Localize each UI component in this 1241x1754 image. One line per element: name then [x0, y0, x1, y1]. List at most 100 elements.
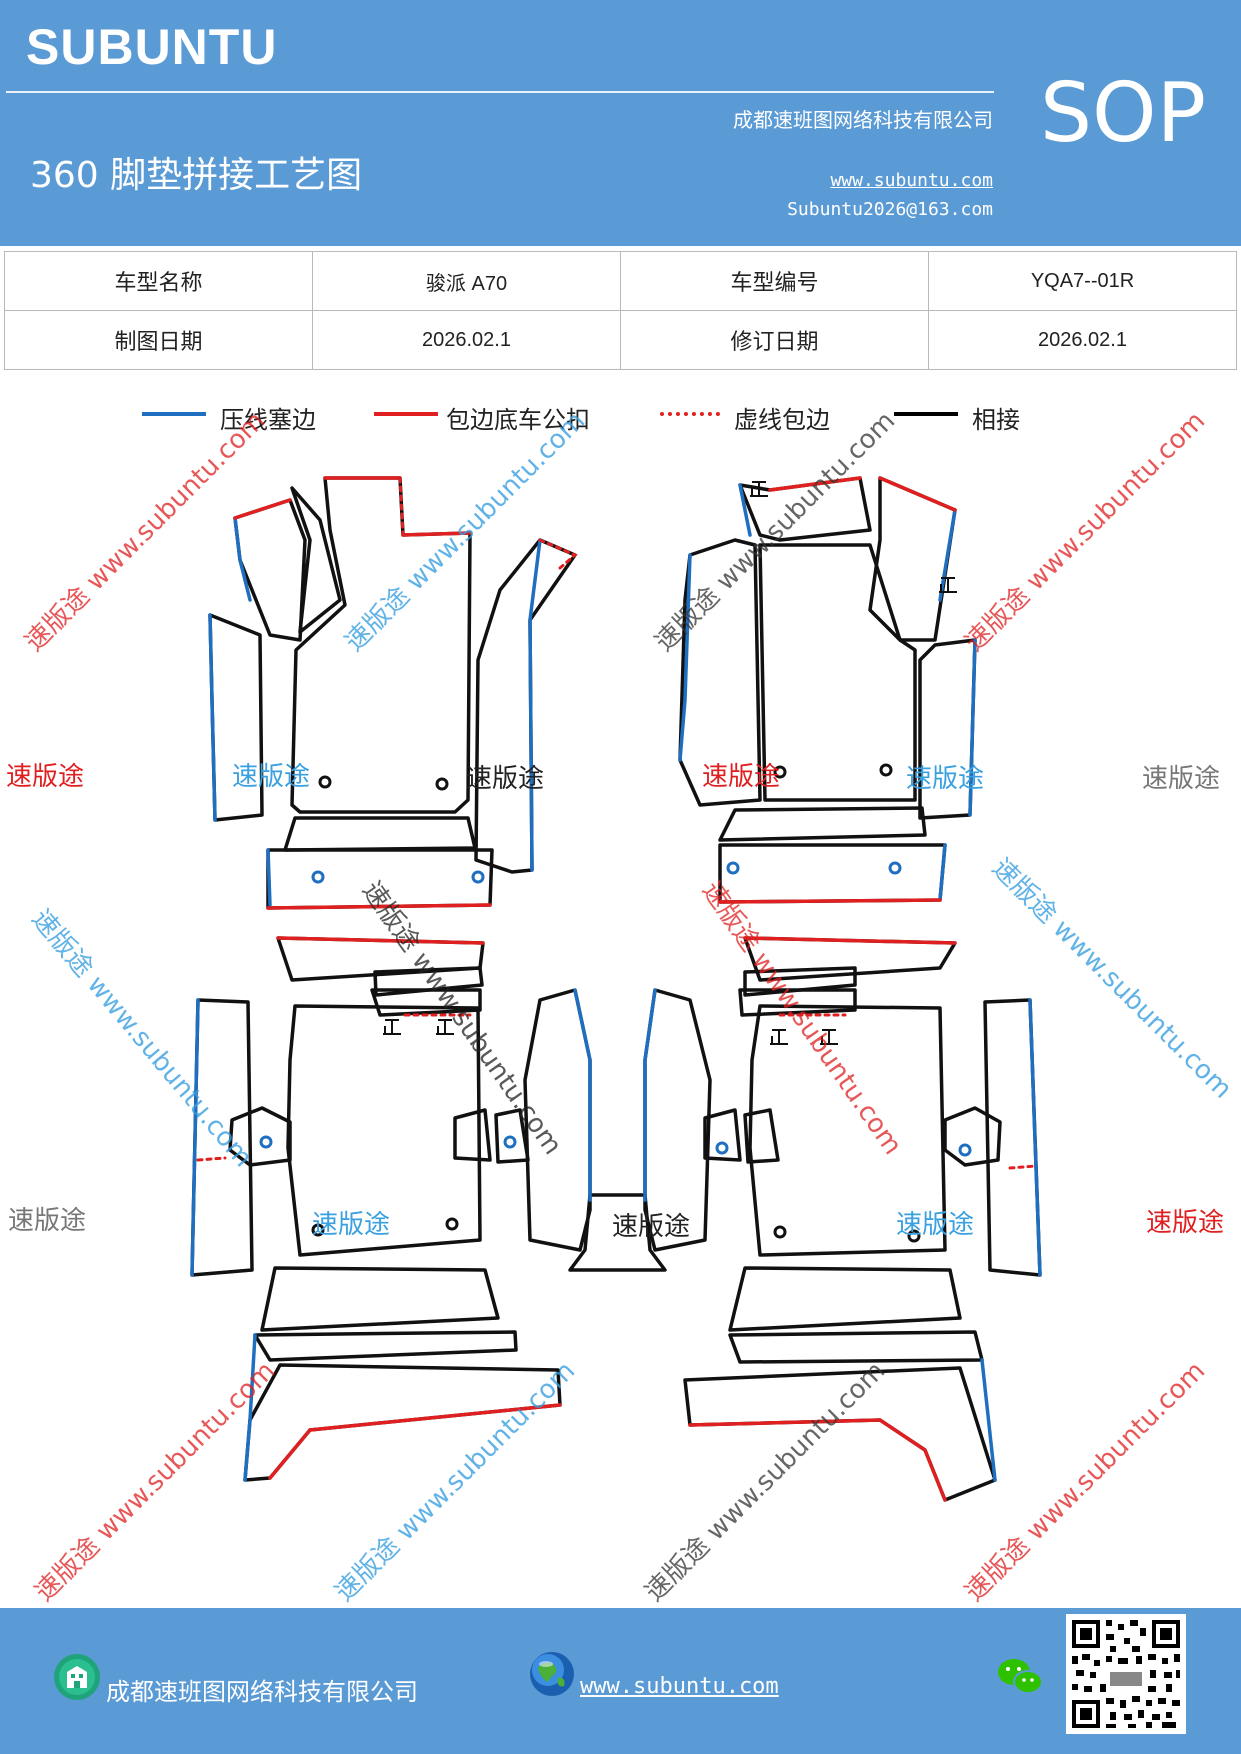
model-info-table: 车型名称 骏派 A70 车型编号 YQA7--01R 制图日期 2026.02.… [4, 251, 1237, 370]
watermark: 速版途 [1142, 764, 1221, 794]
legend-swatch-black [894, 412, 958, 416]
red-edge [276, 936, 485, 945]
stop-mark [939, 577, 957, 593]
blue-edge [208, 613, 217, 822]
red-edge [743, 936, 957, 945]
red-edge [878, 476, 957, 512]
globe-icon [530, 1652, 574, 1696]
blue-edge [643, 988, 657, 1202]
mat-piece [743, 1108, 780, 1164]
red-edge [266, 903, 492, 910]
mat-piece [918, 638, 977, 820]
mat-piece [253, 1330, 518, 1362]
fastener-hole [715, 1141, 729, 1155]
mat-piece [283, 816, 477, 852]
fastener-hole [726, 861, 740, 875]
fastener-hole [311, 870, 325, 884]
red-edge [768, 476, 862, 492]
watermark: 速版途 [1146, 1208, 1225, 1238]
dotted-edge [538, 538, 578, 570]
blue-edge [678, 553, 692, 762]
model-code-value: YQA7--01R [928, 251, 1237, 311]
blue-edge [528, 538, 542, 872]
dotted-edge [398, 476, 405, 537]
brand-logo: SUBUNTU [26, 19, 278, 75]
mat-piece [290, 486, 342, 634]
blue-edge [266, 848, 272, 907]
model-code-label: 车型编号 [620, 251, 929, 311]
blue-edge [738, 483, 752, 537]
mat-piece [758, 543, 917, 802]
website-link[interactable]: www.subuntu.com [830, 170, 993, 191]
model-name-label: 车型名称 [4, 251, 313, 311]
draw-date-label: 制图日期 [4, 310, 313, 370]
watermark: 速版途 [906, 764, 985, 794]
revise-date-value: 2026.02.1 [928, 310, 1237, 370]
watermark: 速版途 [8, 1206, 87, 1236]
mat-piece [718, 843, 947, 904]
sop-label: SOP [1040, 66, 1207, 161]
mat-piece [703, 1108, 742, 1162]
mat-piece [718, 806, 927, 842]
watermark: 速版途 [466, 764, 545, 794]
mat-piece [728, 1330, 984, 1364]
email-address[interactable]: Subuntu2026@163.com [787, 199, 993, 220]
fastener-hole [435, 777, 449, 791]
dotted-edge [1008, 1164, 1038, 1170]
header-divider [6, 91, 994, 93]
legend-label: 压线塞边 [220, 406, 316, 434]
mat-piece [678, 538, 762, 807]
mat-piece [373, 966, 484, 997]
fastener-hole [471, 870, 485, 884]
red-edge [308, 1403, 562, 1432]
stop-mark [436, 1019, 454, 1035]
watermark: 速版途 [312, 1210, 391, 1240]
model-name-value: 骏派 A70 [312, 251, 621, 311]
floor-mat-pattern-drawing [190, 476, 1042, 1502]
blue-edge [233, 516, 252, 602]
footer-banner: 成都速班图网络科技有限公司 www.subuntu.com [0, 1608, 1241, 1754]
red-edge [718, 898, 942, 904]
legend-swatch-red-dotted [660, 412, 720, 416]
legend-swatch-red [374, 412, 438, 416]
qr-code-icon[interactable] [1066, 1614, 1186, 1734]
mat-piece [728, 1266, 962, 1332]
legend-label: 相接 [972, 406, 1020, 434]
watermark: 速版途 [896, 1210, 975, 1240]
fastener-hole [773, 1225, 787, 1239]
watermark: 速版途 [232, 762, 311, 792]
mat-piece [453, 1108, 492, 1162]
blue-edge [190, 998, 200, 1277]
blue-edge [243, 1333, 257, 1482]
footer-website-link[interactable]: www.subuntu.com [580, 1674, 779, 1699]
stop-mark [770, 1029, 788, 1045]
red-edge [233, 498, 292, 520]
legend-swatch-blue [142, 412, 206, 416]
blue-edge [573, 988, 592, 1202]
fastener-hole [907, 1229, 921, 1243]
wechat-icon[interactable] [996, 1656, 1044, 1698]
mat-piece [260, 1266, 500, 1332]
watermark: 速版途 [6, 762, 85, 792]
blue-edge [938, 508, 957, 602]
fastener-hole [318, 775, 332, 789]
mat-piece [748, 1004, 947, 1257]
fastener-hole [879, 763, 893, 777]
mat-piece [228, 1106, 292, 1167]
footer-company: 成都速班图网络科技有限公司 [106, 1678, 418, 1706]
red-edge [401, 531, 472, 537]
legend-label: 包边底车公扣 [446, 406, 590, 434]
mat-piece [474, 538, 577, 874]
mat-piece [868, 476, 957, 642]
mat-piece [943, 1106, 1002, 1167]
mat-piece [738, 988, 857, 1017]
table-row: 车型名称 骏派 A70 车型编号 YQA7--01R [4, 251, 1237, 311]
mat-piece [286, 1004, 482, 1257]
fastener-hole [773, 765, 787, 779]
blue-edge [980, 1358, 997, 1482]
blue-edge [1028, 998, 1042, 1277]
header-banner: SUBUNTU 成都速班图网络科技有限公司 360 脚垫拼接工艺图 www.su… [0, 0, 1241, 246]
watermark: 速版途 [702, 762, 781, 792]
fastener-hole [888, 861, 902, 875]
draw-date-value: 2026.02.1 [312, 310, 621, 370]
